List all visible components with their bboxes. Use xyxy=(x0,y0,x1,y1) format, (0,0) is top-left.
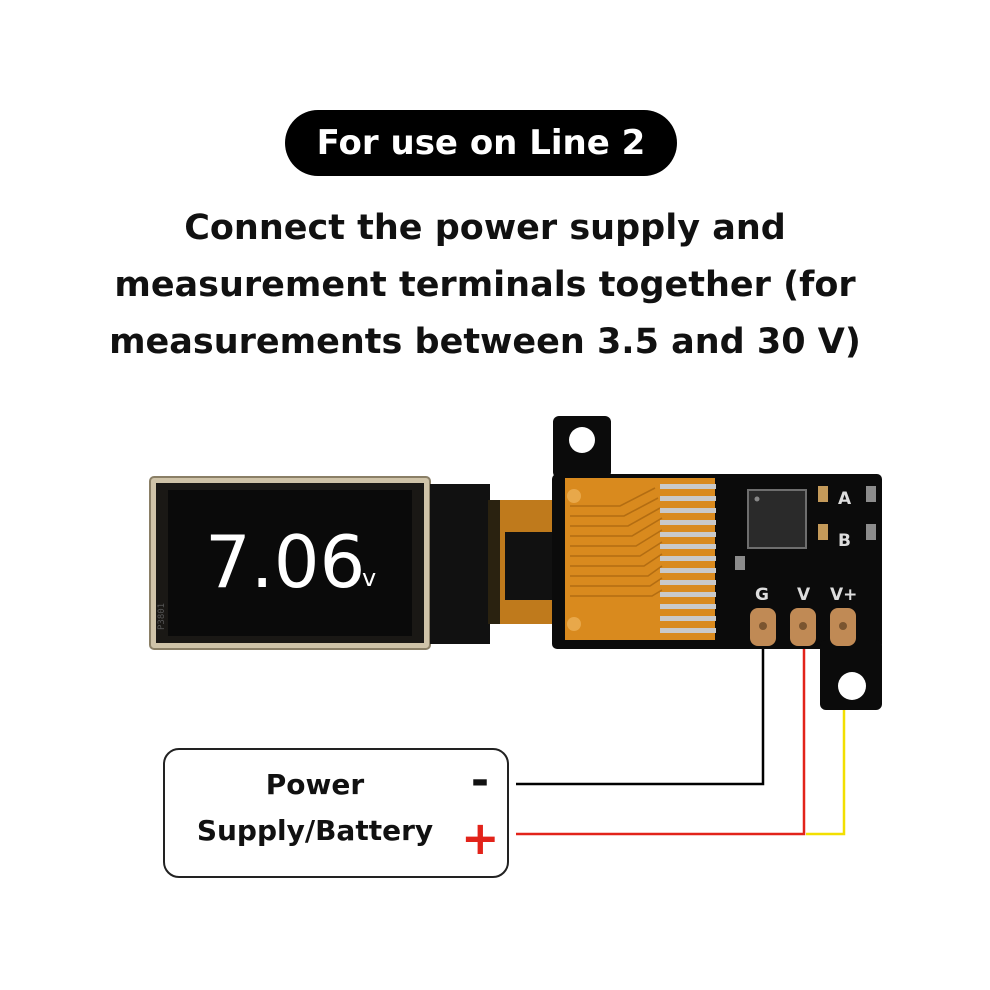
smd-part-1 xyxy=(818,486,828,502)
ground-wire xyxy=(516,636,765,786)
line-badge: For use on Line 2 xyxy=(285,110,677,176)
mount-hole-bottom xyxy=(838,672,866,700)
smd-part-3 xyxy=(866,486,876,502)
power-label-line-1: Power xyxy=(265,768,365,801)
pad-b-label: B xyxy=(838,531,851,551)
smd-part-5 xyxy=(735,556,745,570)
voltage-unit: v xyxy=(362,564,376,592)
pad-a-label: A xyxy=(838,489,852,509)
power-label-line-2: Supply/Battery xyxy=(196,814,434,847)
negative-terminal-sign: - xyxy=(470,755,490,806)
terminal-vplus-label: V+ xyxy=(830,585,857,605)
oled-screen xyxy=(168,490,412,636)
instruction-heading: Connect the power supply and measurement… xyxy=(60,200,910,371)
terminal-g-label: G xyxy=(755,585,769,605)
terminal-v-label: V xyxy=(797,585,811,605)
instruction-line-3: measurements between 3.5 and 30 V) xyxy=(109,322,861,362)
wiring xyxy=(516,636,846,836)
flex-traces xyxy=(570,487,663,597)
mount-hole-top xyxy=(569,427,595,453)
power-supply-box: Power Supply/Battery - + xyxy=(163,748,509,878)
pin-row xyxy=(660,484,716,633)
positive-terminal-sign: + xyxy=(461,811,500,865)
oled-edge xyxy=(430,484,490,644)
instruction-line-1: Connect the power supply and xyxy=(184,208,786,248)
terminal-g-dot xyxy=(759,622,767,630)
terminal-v-dot xyxy=(799,622,807,630)
voltage-wire xyxy=(516,640,806,836)
voltage-reading: 7.06 xyxy=(205,520,365,604)
instruction-line-2: measurement terminals together (for xyxy=(114,265,856,305)
chip-dot xyxy=(754,496,760,502)
oled-module: 7.06 v P3801 xyxy=(149,476,490,650)
flex-pad-2 xyxy=(567,617,581,631)
flex-pad-1 xyxy=(567,489,581,503)
smd-part-2 xyxy=(818,524,828,540)
power-supply-label: Power Supply/Battery xyxy=(185,762,445,854)
pcb-board: A B G V V+ xyxy=(552,416,882,710)
ribbon-code: P3801 xyxy=(157,603,167,630)
smd-part-4 xyxy=(866,524,876,540)
terminal-vplus-dot xyxy=(839,622,847,630)
